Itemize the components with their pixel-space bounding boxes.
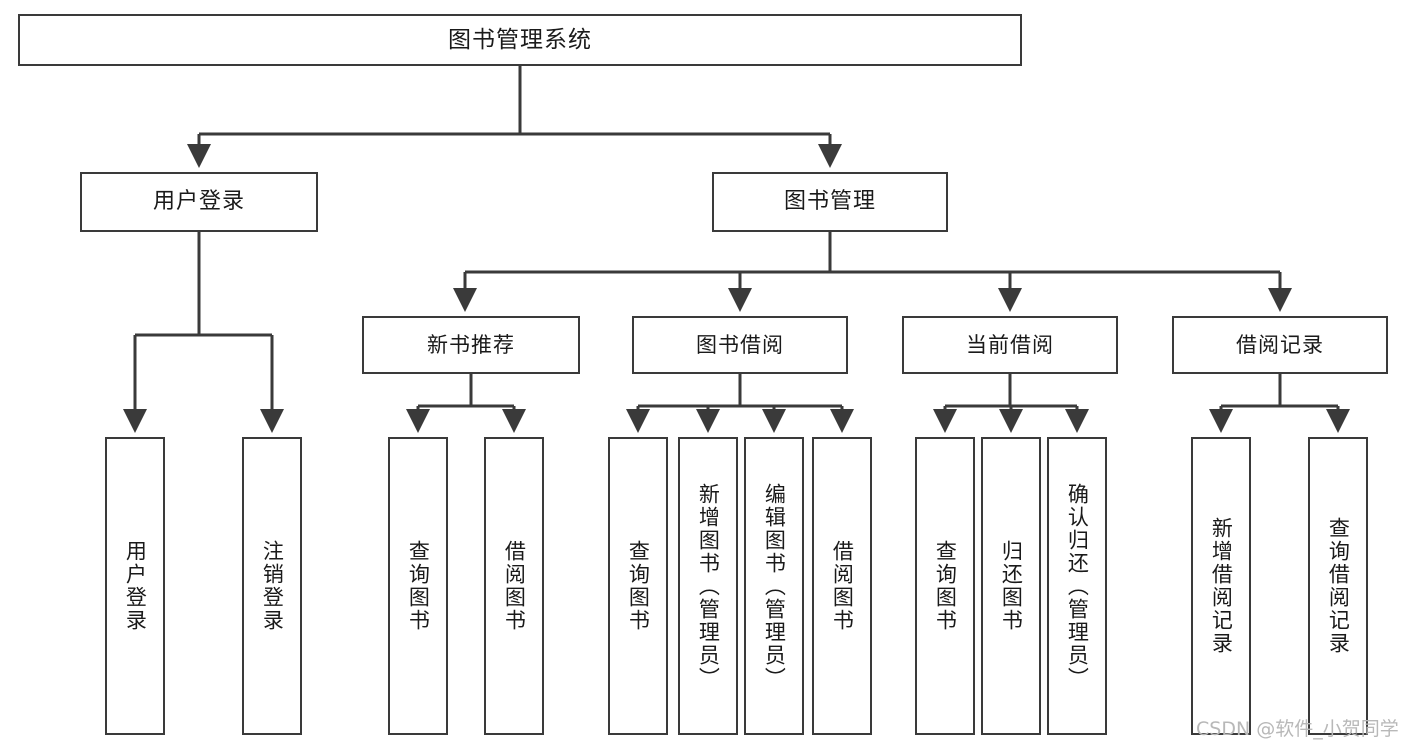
leaf-edit-book[interactable]: 编辑图书（管理员） bbox=[744, 437, 804, 735]
node-new-book-rec[interactable]: 新书推荐 bbox=[362, 316, 580, 374]
leaf-query-book-2[interactable]: 查询图书 bbox=[608, 437, 668, 735]
node-root-label: 图书管理系统 bbox=[448, 26, 592, 53]
node-root[interactable]: 图书管理系统 bbox=[18, 14, 1022, 66]
leaf-borrow-book-1[interactable]: 借阅图书 bbox=[484, 437, 544, 735]
leaf-borrow-book-2[interactable]: 借阅图书 bbox=[812, 437, 872, 735]
node-new-book-rec-label: 新书推荐 bbox=[427, 332, 515, 357]
leaf-add-book-label: 新增图书（管理员） bbox=[696, 482, 721, 690]
leaf-confirm-return[interactable]: 确认归还（管理员） bbox=[1047, 437, 1107, 735]
leaf-borrow-book-2-label: 借阅图书 bbox=[830, 540, 855, 632]
leaf-query-book-1[interactable]: 查询图书 bbox=[388, 437, 448, 735]
leaf-query-record[interactable]: 查询借阅记录 bbox=[1308, 437, 1368, 735]
leaf-return-book-label: 归还图书 bbox=[999, 540, 1024, 632]
node-current-borrow[interactable]: 当前借阅 bbox=[902, 316, 1118, 374]
node-user-login[interactable]: 用户登录 bbox=[80, 172, 318, 232]
node-book-borrow-label: 图书借阅 bbox=[696, 332, 784, 357]
leaf-return-book[interactable]: 归还图书 bbox=[981, 437, 1041, 735]
node-book-manage[interactable]: 图书管理 bbox=[712, 172, 948, 232]
node-borrow-record[interactable]: 借阅记录 bbox=[1172, 316, 1388, 374]
leaf-query-book-2-label: 查询图书 bbox=[626, 540, 651, 632]
leaf-add-record[interactable]: 新增借阅记录 bbox=[1191, 437, 1251, 735]
node-book-manage-label: 图书管理 bbox=[783, 189, 876, 215]
leaf-user-login-label: 用户登录 bbox=[123, 540, 148, 632]
leaf-user-logout-label: 注销登录 bbox=[260, 540, 285, 632]
csdn-watermark: CSDN @软件_小贺同学 bbox=[1196, 718, 1399, 740]
node-user-login-label: 用户登录 bbox=[152, 189, 245, 215]
leaf-borrow-book-1-label: 借阅图书 bbox=[502, 540, 527, 632]
leaf-query-record-label: 查询借阅记录 bbox=[1326, 517, 1351, 655]
leaf-query-book-3-label: 查询图书 bbox=[933, 540, 958, 632]
leaf-user-login[interactable]: 用户登录 bbox=[105, 437, 165, 735]
node-borrow-record-label: 借阅记录 bbox=[1236, 332, 1324, 357]
leaf-add-record-label: 新增借阅记录 bbox=[1209, 517, 1234, 655]
node-current-borrow-label: 当前借阅 bbox=[966, 332, 1054, 357]
leaf-add-book[interactable]: 新增图书（管理员） bbox=[678, 437, 738, 735]
leaf-query-book-1-label: 查询图书 bbox=[406, 540, 431, 632]
node-book-borrow[interactable]: 图书借阅 bbox=[632, 316, 848, 374]
leaf-query-book-3[interactable]: 查询图书 bbox=[915, 437, 975, 735]
leaf-edit-book-label: 编辑图书（管理员） bbox=[762, 482, 787, 690]
leaf-confirm-return-label: 确认归还（管理员） bbox=[1065, 482, 1090, 690]
leaf-user-logout[interactable]: 注销登录 bbox=[242, 437, 302, 735]
